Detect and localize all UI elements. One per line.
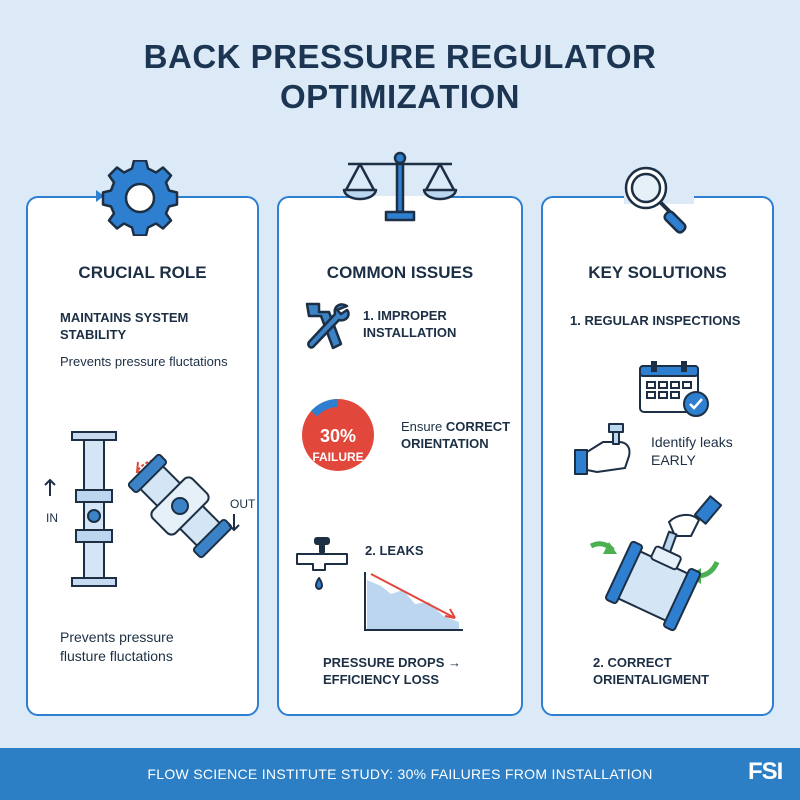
subheading-line: STABILITY — [60, 327, 127, 342]
ensure-prefix: Ensure — [401, 419, 446, 434]
card-text: Prevents pressure fluctations — [60, 354, 228, 369]
issue-item: 1. IMPROPER INSTALLATION — [363, 307, 456, 341]
footnote-line: EFFICIENCY LOSS — [323, 672, 440, 687]
failure-percent: 30% — [319, 426, 357, 446]
footer-bar: FLOW SCIENCE INSTITUTE STUDY: 30% FAILUR… — [0, 748, 800, 800]
ensure-line: Ensure CORRECT — [401, 418, 510, 435]
ensure-orientation: ORIENTATION — [401, 436, 489, 451]
wrench-icon — [305, 302, 350, 350]
card-footnote: Prevents pressure flusture fluctations — [60, 628, 174, 666]
issue-line: INSTALLATION — [363, 325, 457, 340]
footnote-line: Prevents pressure — [60, 629, 174, 645]
faucet-leak-icon — [296, 537, 348, 590]
calendar-check-icon — [639, 361, 709, 417]
ensure-orientation-text: Ensure CORRECT ORIENTATION — [401, 418, 510, 452]
valve-alignment-icon — [589, 495, 723, 632]
fsi-logo: FSI — [748, 758, 783, 785]
issue-line: 1. IMPROPER — [363, 308, 447, 323]
inlet-label: IN — [46, 511, 58, 525]
solution-item: 1. REGULAR INSPECTIONS — [570, 313, 741, 328]
card-crucial-role: CRUCIAL ROLE MAINTAINS SYSTEM STABILITY … — [26, 196, 259, 716]
card-common-issues: COMMON ISSUES 1. IMPROPER INSTALLATION 3… — [277, 196, 523, 716]
card-heading: KEY SOLUTIONS — [588, 263, 727, 282]
solution-item: 2. CORRECT ORIENTALIGMENT — [593, 654, 709, 688]
card-subheading: MAINTAINS SYSTEM STABILITY — [60, 309, 188, 343]
footer-text: FLOW SCIENCE INSTITUTE STUDY: 30% FAILUR… — [147, 766, 653, 782]
footnote-line: PRESSURE DROPS → — [323, 655, 461, 670]
card-footnote: PRESSURE DROPS → EFFICIENCY LOSS — [323, 654, 461, 688]
page-title-line2: OPTIMIZATION — [279, 78, 521, 115]
page-title-line1: BACK PRESSURE REGULATOR — [143, 38, 657, 75]
identify-line: EARLY — [651, 452, 696, 468]
pipe-valve-illustration — [44, 431, 240, 587]
balance-scale-icon — [342, 151, 458, 222]
magnifier-icon — [624, 166, 694, 234]
footnote-line: flusture fluctations — [60, 648, 173, 664]
solution-line: ORIENTALIGMENT — [593, 672, 710, 687]
pressure-drop-chart — [364, 572, 463, 631]
failure-donut-chart — [302, 398, 374, 471]
ensure-correct: CORRECT — [445, 419, 511, 434]
issue-item: 2. LEAKS — [365, 543, 424, 558]
hand-bolt-icon — [574, 423, 631, 475]
identify-line: Identify leaks — [651, 434, 733, 450]
subheading-line: MAINTAINS SYSTEM — [60, 310, 189, 325]
outlet-label: OUT — [230, 497, 256, 511]
failure-label: FAILURE — [312, 450, 364, 464]
card-heading: CRUCIAL ROLE — [78, 263, 207, 282]
identify-leaks-text: Identify leaks EARLY — [651, 433, 733, 469]
card-heading: COMMON ISSUES — [326, 263, 474, 282]
solution-line: 2. CORRECT — [593, 655, 672, 670]
card-key-solutions: KEY SOLUTIONS 1. REGULAR INSPECTIONS I — [541, 196, 774, 716]
gear-icon — [96, 160, 179, 236]
